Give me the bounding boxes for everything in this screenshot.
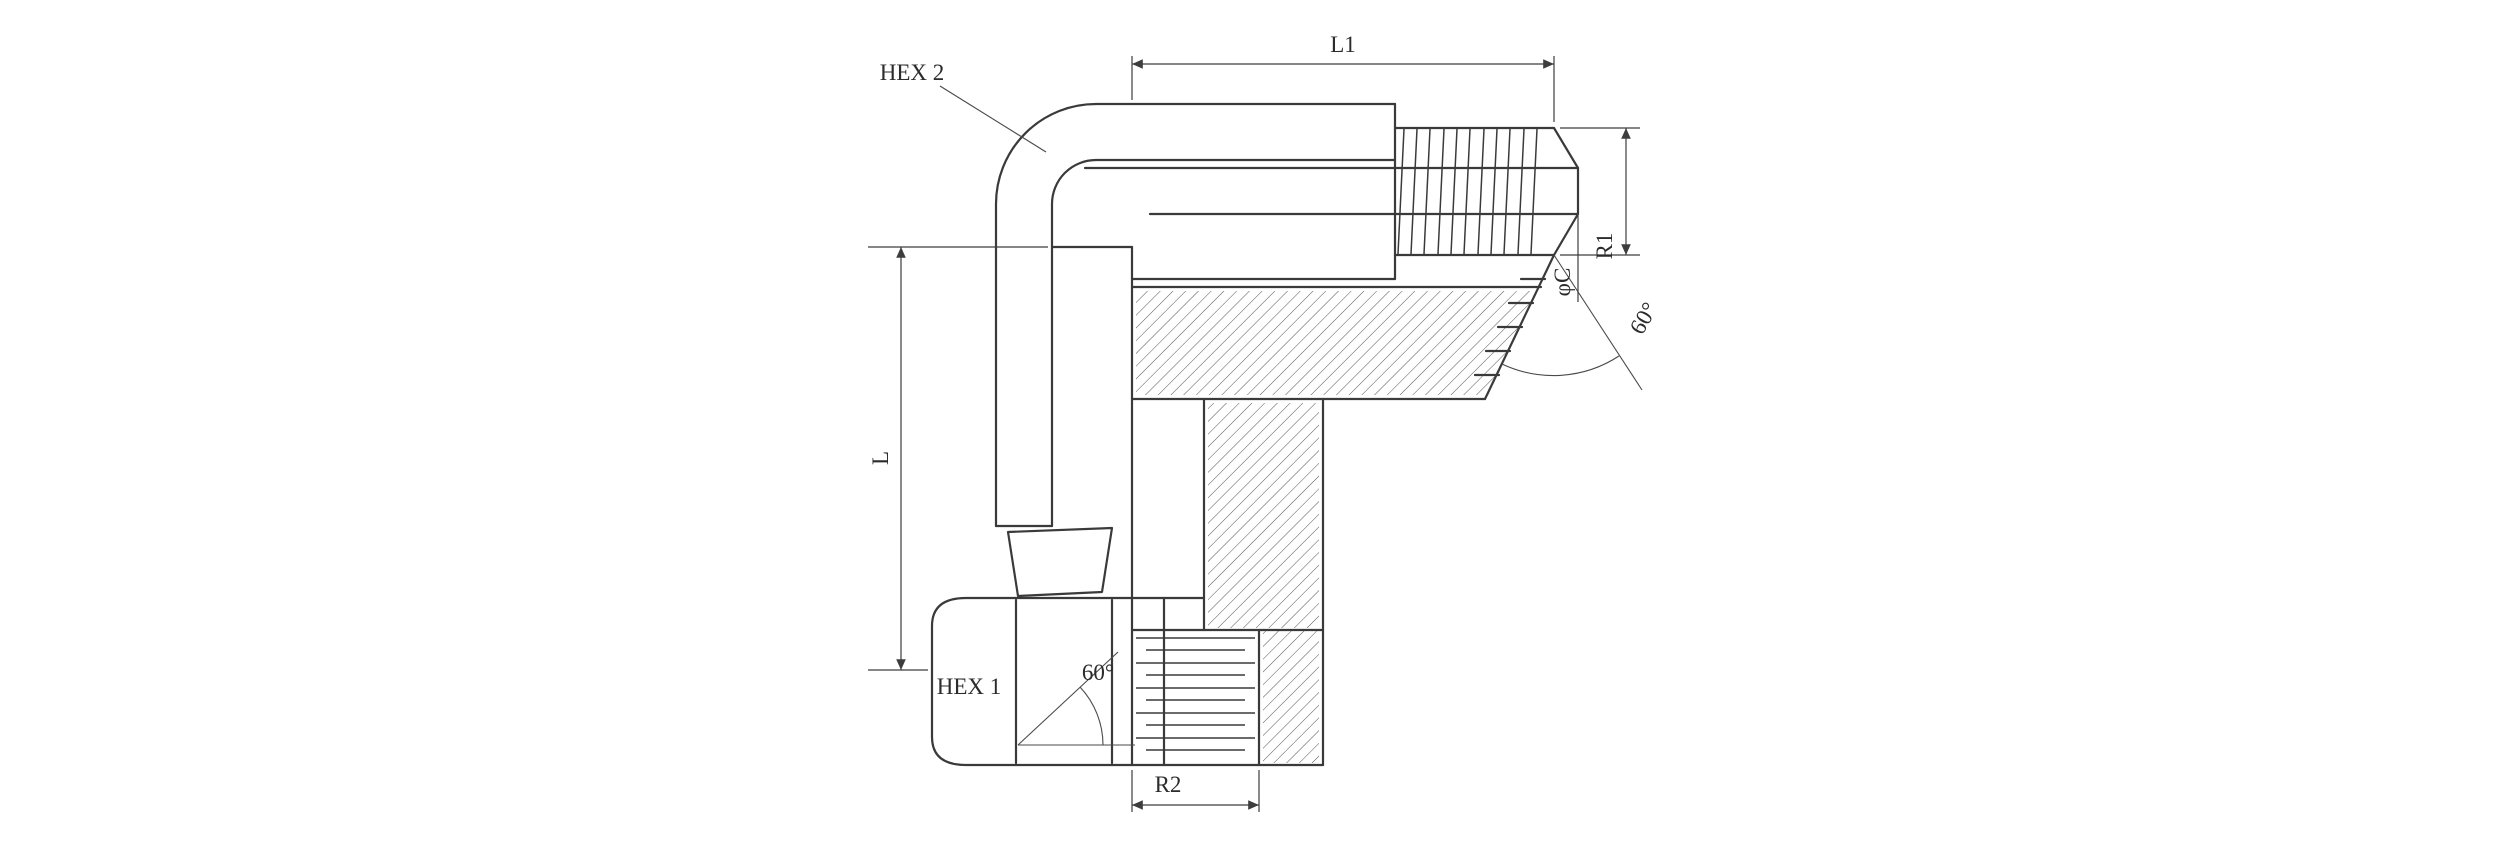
male-threads xyxy=(1397,128,1538,255)
l1-label: L1 xyxy=(1330,32,1356,57)
l-label: L xyxy=(868,451,893,465)
section-hatching xyxy=(1136,291,1536,763)
angle-arc-bottom xyxy=(1079,686,1104,746)
l1-extension-lines xyxy=(1131,56,1555,122)
angle-bottom-label: 60° xyxy=(1082,660,1114,685)
cone-extension-line xyxy=(1553,254,1643,391)
angle-arc-right xyxy=(1501,355,1620,377)
flare-angle-lines xyxy=(1017,651,1135,746)
dimension-lines xyxy=(868,56,1640,812)
r2-extension-lines xyxy=(1131,770,1260,812)
hex-nut-outline xyxy=(930,596,1166,767)
sleeve xyxy=(1006,526,1114,598)
elbow-hex-edge xyxy=(1050,158,1397,528)
hex2-leader-line xyxy=(939,85,1047,153)
hex1-label: HEX 1 xyxy=(937,674,1002,699)
phi-c-label: φC xyxy=(1550,268,1575,297)
hex2-label: HEX 2 xyxy=(880,60,945,85)
r2-label: R2 xyxy=(1155,772,1182,797)
angle-right-label: 60° xyxy=(1625,298,1663,338)
elbow-outer-profile xyxy=(994,102,1397,528)
l-extension-lines xyxy=(868,246,1048,671)
construction-lines xyxy=(939,85,1643,746)
female-threads xyxy=(1136,637,1255,751)
r1-label: R1 xyxy=(1592,233,1617,260)
